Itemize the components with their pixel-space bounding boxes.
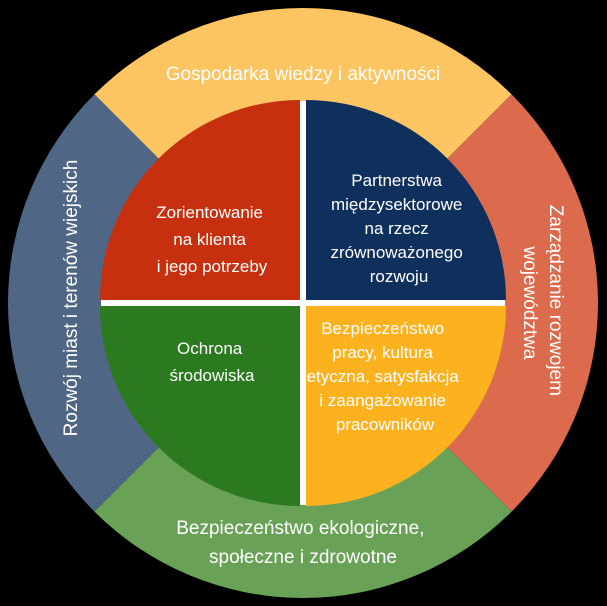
quadrant-label-top-left: Zorientowanie na klienta i jego potrzeby	[156, 203, 268, 276]
quadrant-label-bottom-left: Ochrona środowiska	[169, 339, 255, 385]
outer-label-top: Gospodarka wiedzy i aktywności	[166, 64, 441, 85]
inner-quadrants	[100, 100, 506, 506]
outer-label-left: Rozwój miast i terenów wiejskich	[61, 160, 82, 437]
quadrant-top-right	[306, 100, 506, 300]
quadrant-bottom-left	[100, 306, 300, 506]
quadrant-label-bottom-right: Bezpieczeństwo pracy, kultura etyczna, s…	[307, 319, 464, 434]
quadrant-label-top-right: Partnerstwa międzysektorowe na rzecz zró…	[330, 171, 467, 286]
quadrant-top-left	[100, 100, 300, 300]
outer-label-bottom: Bezpieczeństwo ekologiczne, społeczne i …	[176, 518, 429, 568]
outer-label-right: Zarządzanie rozwojem województwa	[519, 205, 566, 401]
quadrant-bottom-right	[306, 306, 506, 506]
